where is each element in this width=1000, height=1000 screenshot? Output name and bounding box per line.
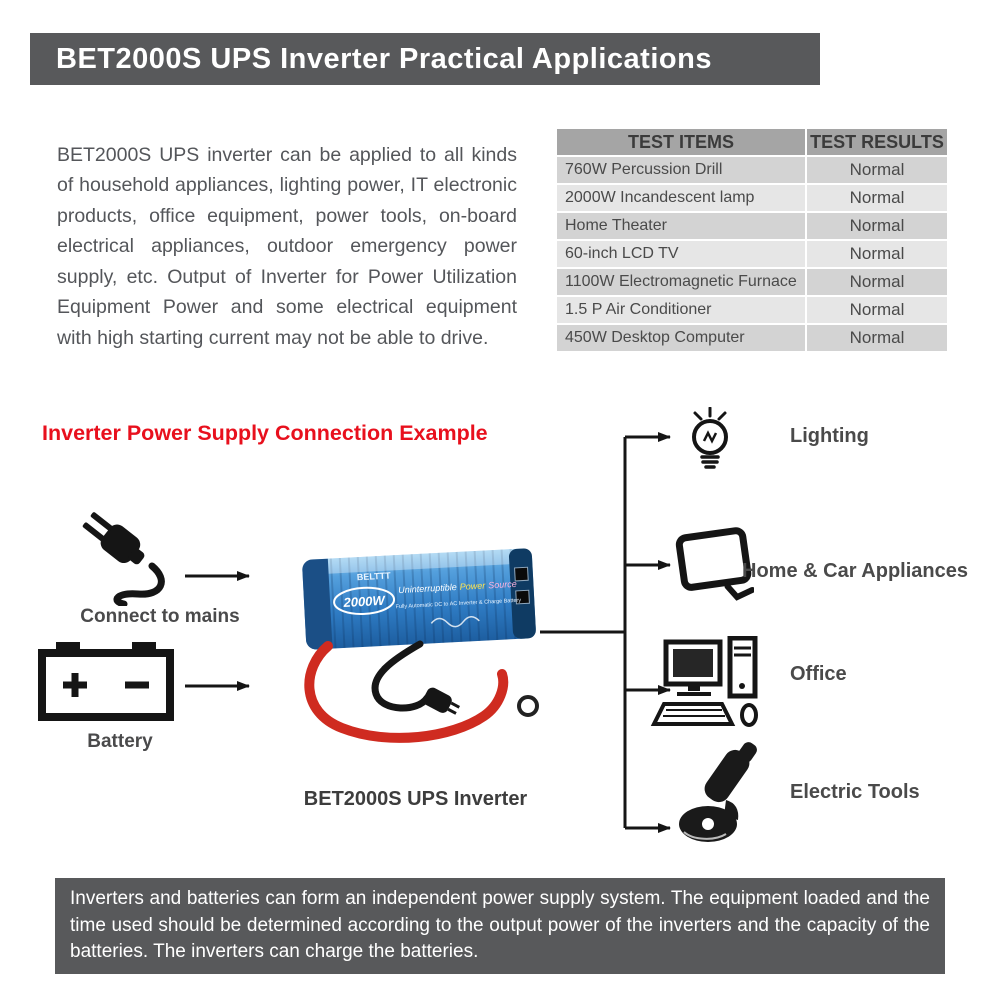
test-item-cell: 1100W Electromagnetic Furnace [555,267,807,297]
test-result-cell: Normal [805,295,949,325]
test-result-cell: Normal [805,155,949,185]
device-label: BET2000S UPS Inverter [303,788,528,810]
power-plug-icon [82,512,165,606]
intro-paragraph: BET2000S UPS inverter can be applied to … [57,143,517,350]
col-header-test-items: TEST ITEMS [555,127,807,157]
input-arrows [185,571,250,691]
test-result-cell: Normal [805,323,949,353]
test-item-cell: Home Theater [555,211,807,241]
test-result-cell: Normal [805,239,949,269]
device-power-rating: 2000W [342,593,387,610]
col-header-test-results: TEST RESULTS [805,127,949,157]
test-item-cell: 760W Percussion Drill [555,155,807,185]
page-title: BET2000S UPS Inverter Practical Applicat… [56,42,712,75]
output-connector-lines [540,432,671,833]
source-label-battery: Battery [87,731,153,752]
test-item-cell: 60-inch LCD TV [555,239,807,269]
test-result-cell: Normal [805,183,949,213]
power-badge [333,586,396,615]
device-brand: BELTTT [357,570,392,582]
test-item-cell: 2000W Incandescent lamp [555,183,807,213]
load-label-electric-tools: Electric Tools [790,781,920,803]
angle-grinder-icon [679,742,757,842]
footer-note: Inverters and batteries can form an inde… [55,878,945,974]
test-item-cell: 450W Desktop Computer [555,323,807,353]
test-results-table: TEST ITEMS TEST RESULTS 760W Percussion … [555,127,949,353]
title-banner: BET2000S UPS Inverter Practical Applicat… [30,33,820,85]
inverter-cables [304,640,539,743]
load-label-lighting: Lighting [790,425,869,447]
light-bulb-icon [692,407,728,469]
load-label-home-car-appliances: Home & Car Appliances [742,560,968,582]
diagram-heading: Inverter Power Supply Connection Example [42,421,488,445]
load-label-office: Office [790,663,847,685]
desktop-computer-icon [650,636,758,727]
test-item-cell: 1.5 P Air Conditioner [555,295,807,325]
test-result-cell: Normal [805,211,949,241]
table-header-row: TEST ITEMS TEST RESULTS [555,127,949,157]
battery-icon [38,642,174,721]
tv-monitor-icon [675,527,754,601]
source-label-mains: Connect to mains [80,606,240,627]
test-result-cell: Normal [805,267,949,297]
